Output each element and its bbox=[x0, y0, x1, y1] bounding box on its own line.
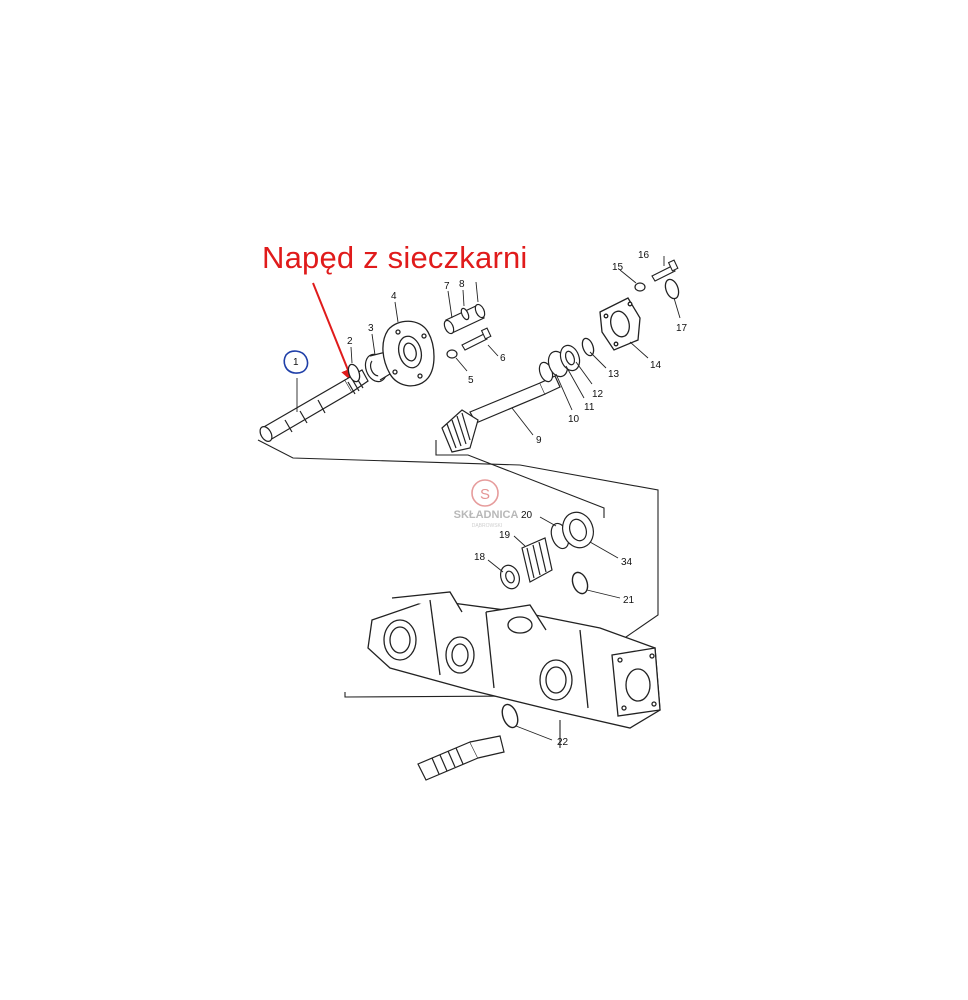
watermark-logo-letter: S bbox=[480, 486, 490, 503]
part-1-highlight-circle bbox=[283, 350, 309, 374]
pinion-shaft-part-9 bbox=[441, 375, 561, 453]
bolt-part-6 bbox=[461, 327, 492, 351]
part-number-5: 5 bbox=[468, 375, 474, 386]
washer-part-15 bbox=[634, 282, 646, 292]
leader-lines bbox=[296, 256, 681, 741]
part-number-22: 22 bbox=[557, 737, 569, 748]
watermark-logo-icon bbox=[471, 479, 499, 507]
part-number-15: 15 bbox=[612, 262, 624, 273]
part-number-21: 21 bbox=[623, 595, 635, 606]
shaft-part-1 bbox=[259, 369, 369, 442]
watermark-sub: DĄBROWSKI bbox=[472, 523, 503, 529]
part-number-11: 11 bbox=[584, 402, 595, 413]
bearing-part-18 bbox=[499, 564, 521, 590]
ring-part-21 bbox=[571, 571, 589, 595]
nut-part-5 bbox=[446, 349, 458, 359]
output-shaft-partial bbox=[417, 735, 505, 781]
part-number-17: 17 bbox=[676, 323, 688, 334]
part-number-14: 14 bbox=[650, 360, 662, 371]
part-number-13: 13 bbox=[608, 369, 620, 380]
part-number-7: 7 bbox=[444, 281, 450, 292]
axle-housing bbox=[367, 591, 661, 729]
part-number-labels: 1 2 3 4 5 6 7 8 9 10 11 12 13 14 15 16 1… bbox=[293, 250, 688, 748]
part-number-19: 19 bbox=[499, 530, 511, 541]
part-number-4: 4 bbox=[391, 291, 397, 302]
bearing-cover-part-14 bbox=[599, 297, 641, 351]
part-number-12: 12 bbox=[592, 389, 604, 400]
part-number-1: 1 bbox=[293, 357, 299, 368]
part-number-2: 2 bbox=[347, 336, 353, 347]
part-number-16: 16 bbox=[638, 250, 650, 261]
bolt-part-16 bbox=[651, 259, 679, 282]
watermark-name: SKŁADNICA bbox=[454, 509, 519, 521]
sleeves-part-7-8 bbox=[443, 303, 486, 335]
annotation-arrow bbox=[312, 282, 355, 383]
ring-part-13 bbox=[581, 337, 595, 357]
part-number-34: 34 bbox=[621, 557, 633, 568]
bearing-part-34 bbox=[562, 511, 594, 549]
bevel-gear-part-19 bbox=[521, 537, 553, 583]
part-number-8: 8 bbox=[459, 279, 465, 290]
flange-housing-part-4 bbox=[382, 320, 435, 387]
part-number-18: 18 bbox=[474, 552, 486, 563]
part-number-10: 10 bbox=[568, 414, 580, 425]
part-number-6: 6 bbox=[500, 353, 506, 364]
part-number-9: 9 bbox=[536, 435, 542, 446]
seal-part-17 bbox=[664, 278, 680, 300]
ring-part-2 bbox=[347, 363, 361, 383]
bearing-stack-part-10-12 bbox=[538, 344, 581, 383]
annotation-label: Napęd z sieczkarni bbox=[262, 240, 528, 275]
ring-part-22 bbox=[501, 703, 519, 729]
part-number-3: 3 bbox=[368, 323, 374, 334]
watermark: S SKŁADNICA DĄBROWSKI bbox=[454, 479, 519, 529]
part-number-20: 20 bbox=[521, 510, 533, 521]
